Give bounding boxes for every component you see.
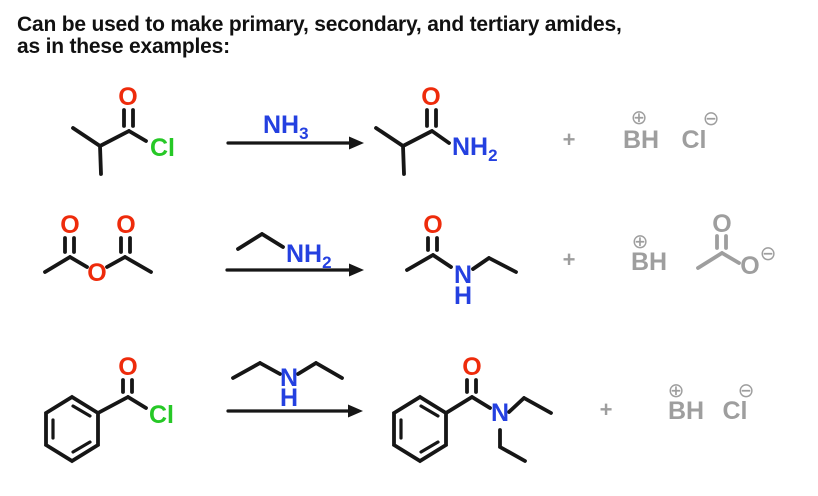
chlorine-label: Cl [149, 401, 174, 429]
reagent-ammonia: NH3 [263, 111, 309, 143]
carbonyl-double-bond [715, 234, 728, 250]
bond [696, 251, 741, 270]
protonated-base-label: BH [623, 126, 659, 154]
reaction-arrow [226, 136, 364, 150]
nh-hydrogen-label: H [280, 384, 298, 412]
plus-charge-icon: ⊕ [631, 105, 648, 129]
nh-text: NH [452, 133, 488, 161]
reagent-ethylamine: NH2 [236, 232, 332, 272]
header-line-1: Can be used to make primary, secondary, … [17, 13, 622, 36]
primary-amide-structure: O NH2 [374, 83, 498, 176]
protonated-base-label: BH [668, 397, 704, 425]
chloride-anion-label: Cl [682, 126, 707, 154]
ammonia-subscript: 3 [299, 124, 308, 143]
reaction-row-3: O Cl N H O N + [44, 353, 755, 464]
oxygen-label: O [118, 83, 137, 111]
benzene-inner-double-bonds [399, 404, 440, 454]
ammonia-nh: NH [263, 111, 299, 139]
carbonyl-double-bond [121, 378, 134, 394]
bond [444, 395, 492, 415]
protonated-base-label: BH [631, 248, 667, 276]
nh2-subscript: 2 [322, 253, 331, 272]
bond [43, 255, 153, 274]
benzene-inner-double-bonds [51, 404, 92, 454]
oxygen-label: O [423, 211, 442, 239]
secondary-amide-structure: O N H [405, 211, 518, 310]
reaction-arrow [226, 404, 363, 418]
nitrogen-label: N [454, 261, 472, 289]
ammonia-label: NH3 [263, 111, 309, 143]
chloride-anion-label: Cl [723, 397, 748, 425]
bond [374, 126, 451, 176]
nh2-subscript: 2 [488, 146, 497, 165]
oxygen-label: O [712, 210, 731, 238]
tertiary-amide-structure: O N [392, 353, 553, 464]
bond [236, 232, 285, 251]
arrow-head [349, 136, 364, 150]
n-ethyl-bond [498, 428, 527, 463]
carbonyl-double-bond [425, 108, 438, 128]
byproducts-row-3: ⊕ BH Cl ⊖ [668, 378, 755, 425]
byproducts-row-1: ⊕ BH Cl ⊖ [623, 105, 719, 154]
carbonyl-double-bond [122, 108, 135, 128]
arrow-head [349, 263, 364, 277]
nitrogen-label: N [491, 399, 509, 427]
bond [231, 361, 344, 380]
reagent-diethylamine: N H [231, 361, 344, 412]
reaction-row-1: O Cl NH3 O NH2 + ⊕ BH Cl ⊖ [71, 83, 719, 176]
header-line-2: as in these examples: [17, 35, 230, 58]
bond [96, 395, 148, 415]
acetate-anion-structure: O O ⊖ [696, 210, 777, 280]
nh-hydrogen-label: H [454, 282, 472, 310]
oxygen-anion-label: O [740, 252, 759, 280]
carbonyl-double-bond [63, 236, 132, 254]
plus-sign: + [600, 397, 613, 422]
minus-charge-icon: ⊖ [703, 106, 720, 130]
plus-sign: + [563, 127, 576, 152]
amide-nh2-label: NH2 [452, 133, 498, 165]
reaction-arrow [225, 263, 364, 277]
nitrogen-label: N [280, 364, 298, 392]
carbonyl-double-bond [465, 378, 478, 394]
oxygen-label: O [60, 211, 79, 239]
bond [71, 126, 148, 176]
bond [405, 253, 518, 274]
plus-charge-icon: ⊕ [668, 378, 685, 402]
ethylamine-nh2-label: NH2 [286, 240, 332, 272]
oxygen-label: O [462, 353, 481, 381]
chlorine-label: Cl [150, 134, 175, 162]
carbonyl-double-bond [426, 236, 439, 252]
benzoyl-chloride-structure: O Cl [44, 353, 174, 464]
n-ethyl-bond [507, 396, 553, 415]
acyl-chloride-structure: O Cl [71, 83, 175, 176]
nh-text: NH [286, 240, 322, 268]
byproducts-row-2: ⊕ BH O O ⊖ [631, 210, 776, 280]
arrow-head [348, 404, 363, 418]
oxygen-label: O [118, 353, 137, 381]
bridging-oxygen-label: O [87, 259, 106, 287]
minus-charge-icon: ⊖ [760, 241, 777, 265]
plus-charge-icon: ⊕ [632, 229, 649, 253]
oxygen-label: O [421, 83, 440, 111]
minus-charge-icon: ⊖ [738, 378, 755, 402]
anhydride-structure: O O O [43, 211, 153, 287]
plus-sign: + [563, 247, 576, 272]
reaction-row-2: O O O NH2 O N H + ⊕ BH [43, 210, 776, 310]
oxygen-label: O [116, 211, 135, 239]
header-text: Can be used to make primary, secondary, … [17, 14, 797, 58]
